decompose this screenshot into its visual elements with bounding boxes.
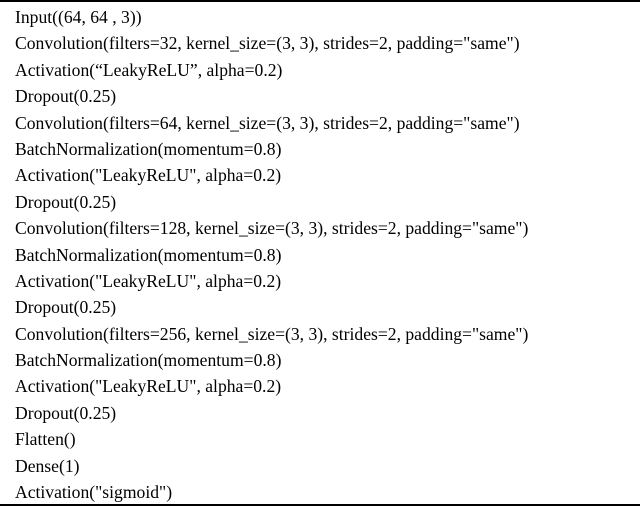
layer-line-conv-128: Convolution(filters=128, kernel_size=(3,…: [15, 218, 529, 239]
layer-line-activation: Activation("LeakyReLU", alpha=0.2): [15, 270, 282, 291]
layer-line-batchnorm: BatchNormalization(momentum=0.8): [15, 138, 282, 159]
layer-line-activation: Activation("LeakyReLU", alpha=0.2): [15, 376, 282, 397]
layer-line-dropout: Dropout(0.25): [15, 191, 117, 212]
layer-line-conv-32: Convolution(filters=32, kernel_size=(3, …: [15, 33, 520, 54]
layer-line-batchnorm: BatchNormalization(momentum=0.8): [15, 350, 282, 371]
layer-line-batchnorm: BatchNormalization(momentum=0.8): [15, 244, 282, 265]
layer-line-dropout: Dropout(0.25): [15, 297, 117, 318]
layer-line-activation-sigmoid: Activation("sigmoid"): [15, 482, 173, 503]
layer-line-conv-64: Convolution(filters=64, kernel_size=(3, …: [15, 112, 520, 133]
layer-line-conv-256: Convolution(filters=256, kernel_size=(3,…: [15, 323, 529, 344]
layer-line-dense: Dense(1): [15, 455, 80, 476]
layer-line-activation: Activation(“LeakyReLU”, alpha=0.2): [15, 59, 283, 80]
layer-line-flatten: Flatten(): [15, 429, 76, 450]
layer-line-dropout: Dropout(0.25): [15, 402, 117, 423]
layer-line-dropout: Dropout(0.25): [15, 86, 117, 107]
layer-line-input: Input((64, 64 , 3)): [15, 7, 142, 27]
layer-line-activation: Activation("LeakyReLU", alpha=0.2): [15, 165, 282, 186]
